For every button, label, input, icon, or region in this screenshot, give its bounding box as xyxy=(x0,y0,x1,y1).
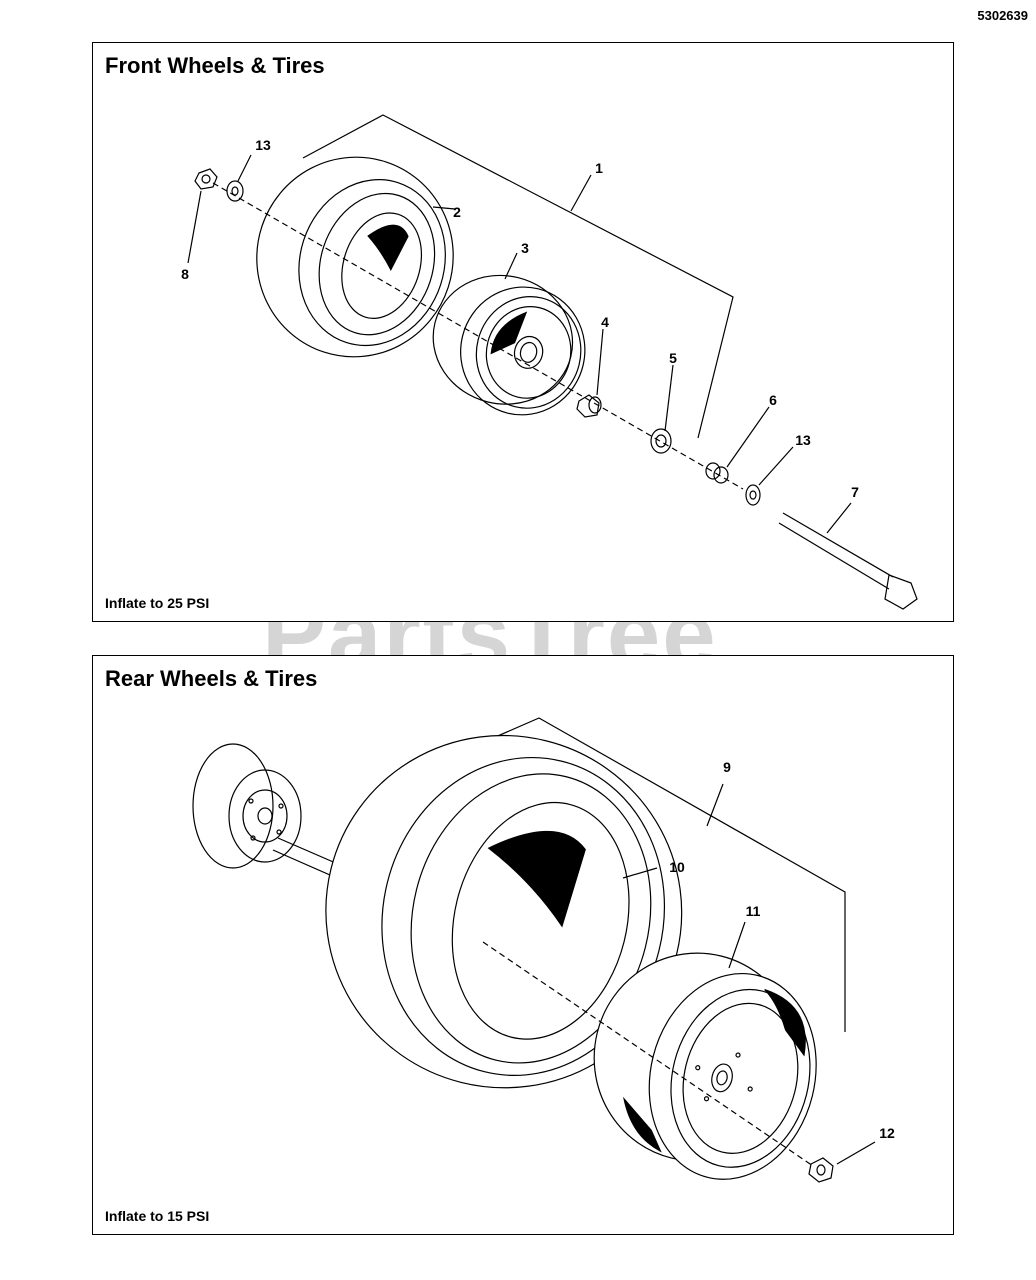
front-panel-title: Front Wheels & Tires xyxy=(105,53,325,78)
rear-rim xyxy=(593,952,817,1180)
front-bearing-5 xyxy=(650,428,672,454)
rear-nut-12 xyxy=(808,1157,834,1183)
front-wheel-diagram: 13 1 2 8 3 4 5 6 13 7 xyxy=(181,114,918,610)
callout-4: 4 xyxy=(601,314,609,330)
rear-inflate-note: Inflate to 15 PSI xyxy=(105,1208,210,1224)
callout-1: 1 xyxy=(595,160,603,176)
callout-6: 6 xyxy=(769,392,777,408)
front-wheels-panel: 13 1 2 8 3 4 5 6 13 7 Front Wheels & Tir… xyxy=(92,42,954,622)
rear-wheel-diagram: 9 10 11 12 xyxy=(192,717,895,1183)
callout-2: 2 xyxy=(453,204,461,220)
callout-3: 3 xyxy=(521,240,529,256)
callout-11: 11 xyxy=(746,903,761,919)
front-inflate-note: Inflate to 25 PSI xyxy=(105,595,210,611)
front-nut-8 xyxy=(194,168,218,190)
rear-hub xyxy=(192,743,302,869)
front-bearing-4 xyxy=(576,394,602,418)
callout-13b: 13 xyxy=(795,432,811,448)
rear-wheels-panel: 9 10 11 12 Rear Wheels & Tires Inflate t… xyxy=(92,655,954,1235)
callout-8: 8 xyxy=(181,266,189,282)
rear-panel-title: Rear Wheels & Tires xyxy=(105,666,318,691)
callout-12: 12 xyxy=(879,1125,895,1141)
front-tire xyxy=(256,156,454,358)
callout-13a: 13 xyxy=(255,137,271,153)
callout-10: 10 xyxy=(669,859,685,875)
front-spacer-6 xyxy=(705,462,729,484)
callout-7: 7 xyxy=(851,484,859,500)
rear-tire xyxy=(325,734,683,1089)
assembly-bracket-1 xyxy=(302,114,734,439)
document-number: 5302639 xyxy=(977,8,1028,23)
front-rim xyxy=(432,274,586,416)
front-bolt-7 xyxy=(778,512,918,610)
callout-5: 5 xyxy=(669,350,677,366)
front-washer-13a xyxy=(226,180,244,202)
callout-9: 9 xyxy=(723,759,731,775)
front-washer-13b xyxy=(745,484,761,506)
